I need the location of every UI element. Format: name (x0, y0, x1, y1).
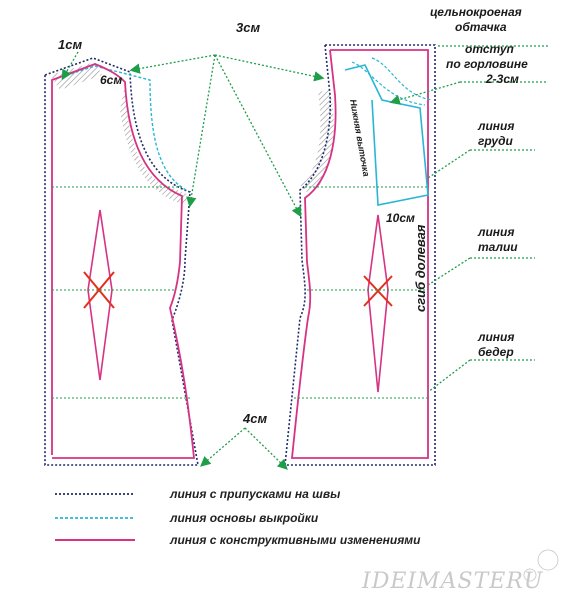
reference-lines (52, 186, 428, 399)
arrow-4cm-b (244, 427, 288, 470)
label-hips-line2: бедер (478, 345, 514, 359)
back-modified-line (51, 63, 195, 459)
front-modified-line (291, 49, 429, 459)
arrow-3cm-d (214, 54, 302, 218)
back-piece (44, 57, 199, 466)
label-fold: сгиб долевая (413, 224, 428, 312)
legend-text-modified: линия с конструктивными изменениями (169, 533, 421, 547)
label-10cm: 10см (386, 211, 415, 225)
label-facing-line1: цельнокроеная (430, 5, 522, 19)
front-armhole-hatch (300, 90, 334, 195)
label-neck-line2: по горловине (446, 57, 528, 71)
arrow-bust (427, 149, 471, 179)
back-base-line (51, 65, 187, 191)
front-dart-cross-2 (363, 275, 393, 307)
watermark-logo: IDEIMASTERU (361, 549, 559, 594)
label-hips-line1: линия (477, 330, 514, 344)
watermark-text: IDEIMASTERU (361, 569, 544, 594)
front-dart (367, 214, 389, 393)
front-piece (284, 44, 436, 466)
arrow-1cm (61, 51, 79, 81)
front-neck-base-line-2 (371, 57, 433, 101)
arrow-hips (427, 359, 471, 393)
legend: линия с припусками на швы линия основы в… (55, 487, 421, 547)
back-dart-cross-2 (83, 271, 115, 309)
label-bust-line2: груди (478, 134, 514, 148)
label-bust-line1: линия (477, 119, 514, 133)
label-grain: Нижняя выточка (348, 99, 371, 178)
leader-arrows (61, 45, 548, 470)
legend-text-base: линия основы выкройки (169, 511, 319, 525)
front-neck-base-line (351, 61, 426, 106)
label-3cm: 3см (236, 20, 260, 35)
arrow-4cm-a (200, 427, 246, 467)
arrow-3cm-a (129, 54, 216, 74)
label-neck-line3: 2-3см (485, 72, 519, 86)
label-6cm: 6см (100, 73, 122, 87)
back-dart (87, 209, 113, 381)
back-neck-hatch (50, 62, 102, 90)
arrow-3cm-c (186, 54, 216, 208)
label-waist-line1: линия (477, 225, 514, 239)
back-armhole-hatch (120, 85, 190, 205)
front-facing-line (344, 64, 429, 206)
label-1cm: 1см (58, 37, 82, 52)
front-seam-allowance-line (284, 44, 436, 466)
arrow-waist (427, 257, 471, 286)
label-facing-line2: обтачка (455, 20, 507, 34)
label-neck-line1: отступ (465, 42, 515, 56)
label-waist-line2: талии (478, 240, 518, 254)
arrow-3cm-b (214, 54, 325, 82)
label-4cm: 4см (242, 411, 267, 426)
legend-text-seam: линия с припусками на швы (169, 487, 341, 501)
